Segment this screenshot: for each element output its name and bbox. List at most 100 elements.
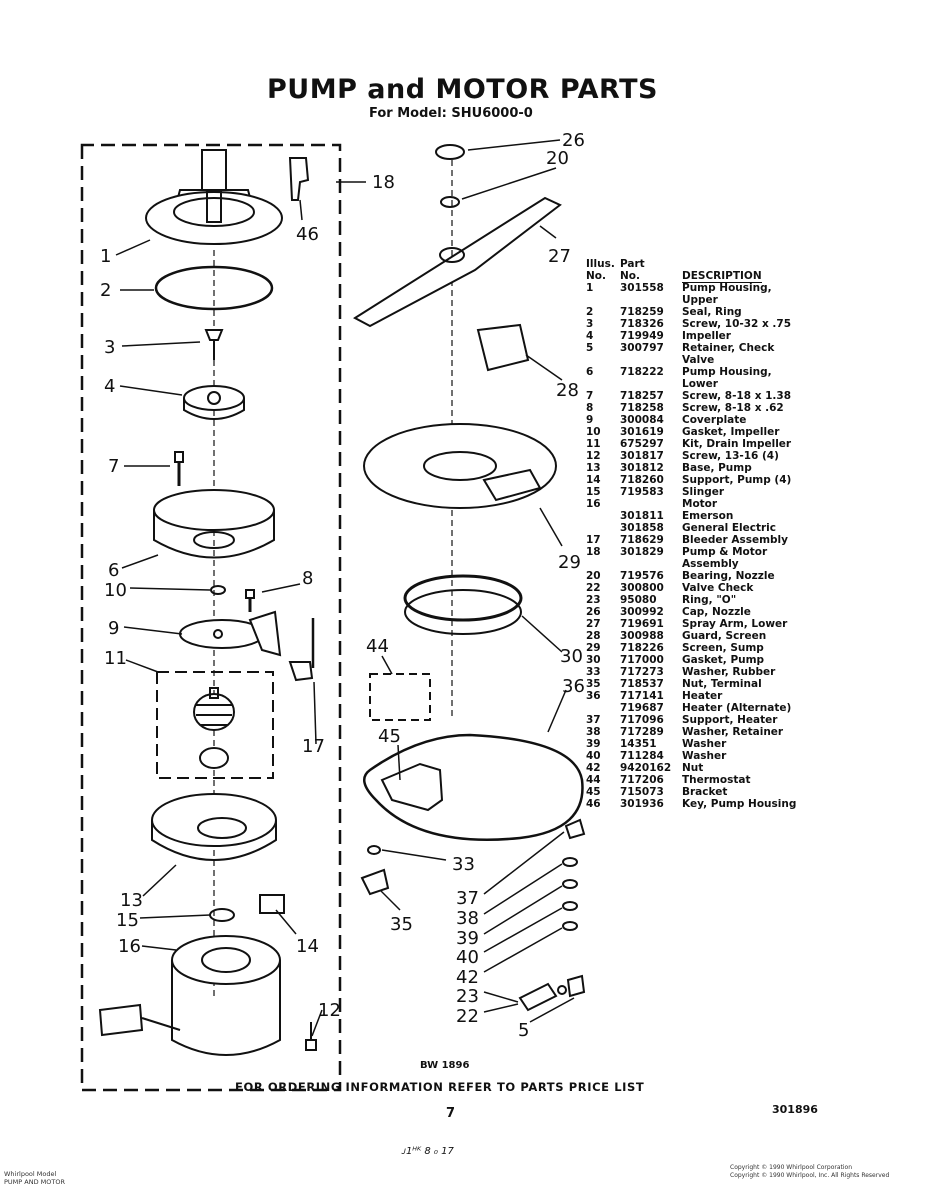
table-cell-part: 301829: [620, 546, 664, 558]
callout-28: 28: [556, 380, 579, 401]
table-cell-no: 44: [586, 774, 601, 786]
screen-guard: [476, 323, 530, 372]
pump-base: [151, 793, 277, 861]
table-cell-desc: Cap, Nozzle: [682, 606, 751, 618]
table-row: Assembly: [586, 558, 821, 570]
impeller-gasket: [210, 585, 226, 595]
callout-27: 27: [548, 246, 571, 267]
screw-part-12: [305, 1022, 317, 1051]
table-cell-no: 36: [586, 690, 601, 702]
callout-4: 4: [104, 376, 115, 397]
callout-42: 42: [456, 967, 479, 988]
table-cell-part: 717141: [620, 690, 664, 702]
table-cell-desc: Assembly: [682, 558, 739, 570]
page-title: PUMP and MOTOR PARTS: [267, 74, 658, 105]
table-cell-desc: Bearing, Nozzle: [682, 570, 775, 582]
table-cell-no: [586, 510, 620, 522]
table-row: Lower: [586, 378, 821, 390]
table-cell-part: 715073: [620, 786, 664, 798]
callout-16: 16: [118, 936, 141, 957]
table-cell-no: 4: [586, 330, 594, 342]
table-cell-no: [586, 558, 620, 570]
table-cell-no: 45: [586, 786, 601, 798]
pump-support: [259, 894, 285, 914]
screw-part-8: [245, 589, 255, 612]
table-cell-part: 718326: [620, 318, 664, 330]
table-cell-desc: Thermostat: [682, 774, 751, 786]
callout-12: 12: [318, 1000, 341, 1021]
table-cell-no: 16: [586, 498, 601, 510]
table-cell-part: 301812: [620, 462, 664, 474]
table-cell-desc: Coverplate: [682, 414, 747, 426]
callout-1: 1: [100, 246, 111, 267]
table-cell-part: 301811: [620, 510, 664, 522]
coverplate: [179, 610, 282, 657]
table-cell-desc: Screw, 8-18 x .62: [682, 402, 784, 414]
table-cell-desc: Washer: [682, 750, 727, 762]
table-cell-no: [586, 294, 620, 306]
table-cell-no: 39: [586, 738, 601, 750]
heater-bracket: [380, 762, 444, 812]
table-cell-no: 10: [586, 426, 601, 438]
table-cell-no: 37: [586, 714, 601, 726]
callout-11: 11: [104, 648, 127, 669]
table-cell-part: 95080: [620, 594, 657, 606]
table-cell-part: 719949: [620, 330, 664, 342]
table-cell-no: 27: [586, 618, 601, 630]
table-cell-desc: Support, Heater: [682, 714, 778, 726]
table-cell-part: 300800: [620, 582, 664, 594]
table-cell-part: 300084: [620, 414, 664, 426]
table-cell-desc: Impeller: [682, 330, 731, 342]
table-cell-no: 3: [586, 318, 594, 330]
table-cell-part: 718226: [620, 642, 664, 654]
table-cell-desc: General Electric: [682, 522, 776, 534]
table-cell-part: 718629: [620, 534, 664, 546]
table-cell-desc: Valve: [682, 354, 715, 366]
table-cell-desc: Pump & Motor: [682, 546, 768, 558]
drawing-number: BW 1896: [420, 1060, 470, 1071]
callout-37: 37: [456, 888, 479, 909]
table-cell-part: 717000: [620, 654, 664, 666]
lower-pump-housing: [153, 489, 275, 559]
table-cell-part: 300797: [620, 342, 664, 354]
table-cell-desc: Bleeder Assembly: [682, 534, 788, 546]
table-cell-part: 718260: [620, 474, 664, 486]
callout-40: 40: [456, 947, 479, 968]
thermostat-box: [369, 673, 431, 721]
callout-labels: 1 2 3 4 7 6 10 8 9 11 13 15 16 14 12 18 …: [100, 130, 585, 1041]
table-cell-part: 301558: [620, 282, 664, 294]
seal-ring: [154, 265, 274, 311]
table-cell-no: 6: [586, 366, 594, 378]
table-cell-desc: Heater: [682, 690, 723, 702]
callout-5: 5: [518, 1020, 529, 1041]
table-cell-part: 675297: [620, 438, 664, 450]
drain-impeller: [193, 687, 235, 769]
nozzle-cap: [435, 144, 465, 160]
callout-36: 36: [562, 676, 585, 697]
callout-7: 7: [108, 456, 119, 477]
callout-17: 17: [302, 736, 325, 757]
callout-33: 33: [452, 854, 475, 875]
table-cell-no: 26: [586, 606, 601, 618]
table-cell-desc: Support, Pump (4): [682, 474, 792, 486]
callout-3: 3: [104, 337, 115, 358]
table-cell-no: 42: [586, 762, 601, 774]
table-cell-part: 9420162: [620, 762, 672, 774]
callout-45: 45: [378, 726, 401, 747]
table-cell-part: 14351: [620, 738, 657, 750]
callout-39: 39: [456, 928, 479, 949]
impeller: [183, 385, 245, 420]
table-cell-desc: Slinger: [682, 486, 725, 498]
